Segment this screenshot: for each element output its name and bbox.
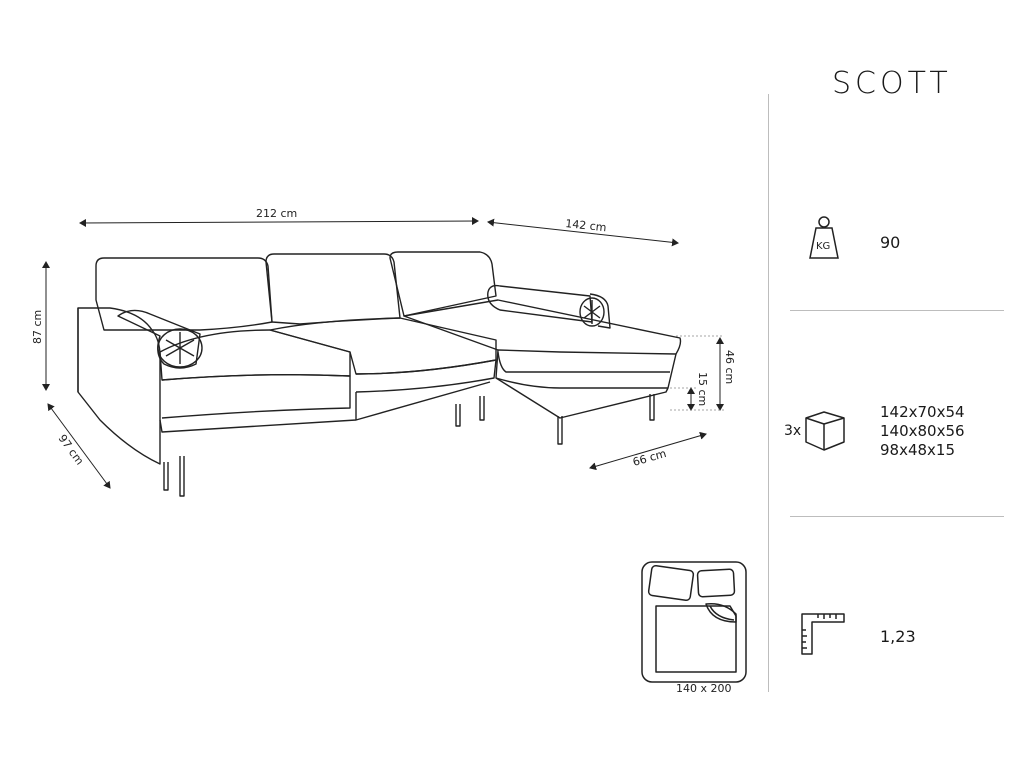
dim-line-97	[47, 403, 111, 489]
weight-value: 90	[880, 233, 901, 252]
dim-label-width-main: 212 cm	[256, 207, 297, 220]
dim-label-height: 87 cm	[31, 310, 44, 344]
dim-line-66	[589, 431, 707, 471]
package-quantity: 3x	[784, 423, 802, 439]
dim-label-width-chaise: 142 cm	[565, 217, 607, 234]
box-icon	[805, 411, 845, 451]
ruler-square-icon	[801, 613, 845, 655]
package-dimensions-list: 142x70x54 140x80x56 98x48x15	[880, 403, 965, 460]
product-title: SCOTT	[832, 66, 952, 101]
weight-kg-icon: KG	[809, 216, 839, 259]
volume-value: 1,23	[880, 627, 916, 646]
package-dim-item: 98x48x15	[880, 441, 956, 459]
weight-icon-text: KG	[816, 241, 830, 252]
bed-size-label: 140 x 200	[676, 682, 732, 695]
package-dim-item: 142x70x54	[880, 403, 965, 421]
sofa-technical-drawing: 212 cm 142 cm 87 cm 97 cm 46 cm 15 cm 66…	[31, 207, 736, 497]
dim-line-142	[487, 218, 679, 247]
sofa-outline	[77, 251, 682, 497]
dim-label-leg-height: 15 cm	[696, 372, 709, 406]
dim-label-seat-height: 46 cm	[723, 350, 736, 384]
dim-line-212	[79, 217, 479, 227]
spec-divider	[790, 516, 1004, 517]
package-dim-item: 140x80x56	[880, 422, 965, 440]
spec-divider	[790, 310, 1004, 311]
dim-label-chaise-depth: 66 cm	[631, 447, 668, 469]
bed-icon: 140 x 200	[641, 561, 747, 695]
column-divider	[768, 94, 769, 692]
